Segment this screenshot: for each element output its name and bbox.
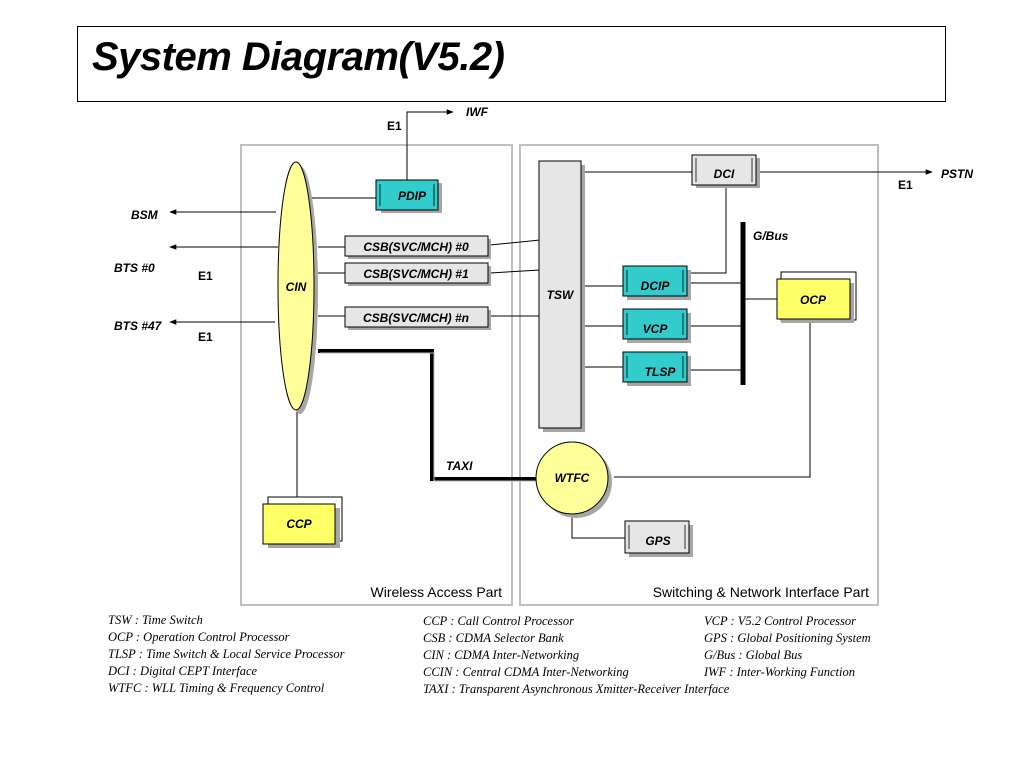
csb0-tsw-link <box>489 239 541 246</box>
legend-item: CSB : CDMA Selector Bank <box>423 631 564 645</box>
tlsp-bracket <box>626 356 684 378</box>
csb0-node <box>344 235 489 257</box>
e1-bts0-label: E1 <box>198 269 213 283</box>
ccp-label: CCP <box>286 517 312 531</box>
csbn-label: CSB(SVC/MCH) #n <box>363 311 469 325</box>
vcp-node <box>622 308 688 340</box>
wtfc-label: WTFC <box>555 471 590 485</box>
page-title: System Diagram(V5.2) <box>92 35 505 79</box>
dci-node <box>691 154 757 186</box>
legend-item: TSW : Time Switch <box>108 613 203 627</box>
title-box: System Diagram(V5.2) <box>77 26 946 102</box>
legend-item: VCP : V5.2 Control Processor <box>704 614 856 628</box>
taxi-label: TAXI <box>446 459 473 473</box>
pdip-label: PDIP <box>398 189 427 203</box>
wireless-access-part <box>240 144 513 606</box>
gps-bracket <box>628 525 686 549</box>
taxi-link-shadow <box>320 352 542 482</box>
legend-col2: CCP : Call Control Processor CSB : CDMA … <box>423 613 729 698</box>
legend-col3: VCP : V5.2 Control Processor GPS : Globa… <box>704 613 871 681</box>
dcip-label: DCIP <box>641 279 671 293</box>
dci-bracket <box>695 158 753 182</box>
legend-item: TAXI : Transparent Asynchronous Xmitter-… <box>423 682 730 696</box>
legend-item: CIN : CDMA Inter-Networking <box>423 648 580 662</box>
bts47-label: BTS #47 <box>114 319 163 333</box>
switching-network-part <box>519 144 879 606</box>
vcp-bracket <box>626 313 684 335</box>
pstn-label: PSTN <box>941 167 973 181</box>
gps-node <box>624 520 690 554</box>
bts0-label: BTS #0 <box>114 261 155 275</box>
iwf-label: IWF <box>466 105 489 119</box>
dci-label: DCI <box>714 167 735 181</box>
pdip-iwf-link <box>406 109 454 183</box>
legend-item: TLSP : Time Switch & Local Service Proce… <box>108 647 345 661</box>
gbus-label: G/Bus <box>753 229 789 243</box>
csb1-node <box>344 262 489 284</box>
csb1-tsw-link <box>489 269 541 274</box>
legend-item: WTFC : WLL Timing & Frequency Control <box>108 681 325 695</box>
legend-item: G/Bus : Global Bus <box>704 648 803 662</box>
csb-group: CSB(SVC/MCH) #0 CSB(SVC/MCH) #1 CSB(SVC/… <box>344 235 491 330</box>
cin-label: CIN <box>286 280 307 294</box>
pdip-node <box>375 179 439 211</box>
dcip-node <box>622 265 688 297</box>
csb0-label: CSB(SVC/MCH) #0 <box>363 240 469 254</box>
dci-dcip-link <box>688 186 727 274</box>
wireless-part-label: Wireless Access Part <box>371 584 503 600</box>
pdip-bracket <box>379 184 435 206</box>
legend-item: GPS : Global Positioning System <box>704 631 871 645</box>
ocp-label: OCP <box>800 293 827 307</box>
legend-item: CCIN : Central CDMA Inter-Networking <box>423 665 629 679</box>
legend-item: OCP : Operation Control Processor <box>108 630 290 644</box>
dcip-bracket <box>626 270 684 292</box>
legend-item: DCI : Digital CEPT Interface <box>108 664 258 678</box>
connection-lines <box>169 109 933 539</box>
legend-item: CCP : Call Control Processor <box>423 614 574 628</box>
bsm-label: BSM <box>131 208 159 222</box>
taxi-link <box>318 349 540 481</box>
ocp-wtfc-link <box>614 320 811 478</box>
switching-part-label: Switching & Network Interface Part <box>653 584 869 600</box>
wtfc-node <box>535 441 609 515</box>
ccp-node <box>262 503 336 545</box>
tlsp-node <box>622 351 688 383</box>
tsw-node <box>538 160 582 429</box>
e1-iwf-label: E1 <box>387 119 402 133</box>
legend-item: IWF : Inter-Working Function <box>704 665 855 679</box>
csb1-label: CSB(SVC/MCH) #1 <box>363 267 469 281</box>
tsw-label: TSW <box>547 288 575 302</box>
ocp-node <box>776 278 851 320</box>
e1-pstn-label: E1 <box>898 178 913 192</box>
tlsp-label: TLSP <box>645 365 677 379</box>
vcp-label: VCP <box>643 322 669 336</box>
cin-node <box>277 161 315 411</box>
csbn-node <box>344 306 489 328</box>
gps-label: GPS <box>645 534 670 548</box>
e1-bts47-label: E1 <box>198 330 213 344</box>
legend-col1: TSW : Time Switch OCP : Operation Contro… <box>108 612 344 697</box>
